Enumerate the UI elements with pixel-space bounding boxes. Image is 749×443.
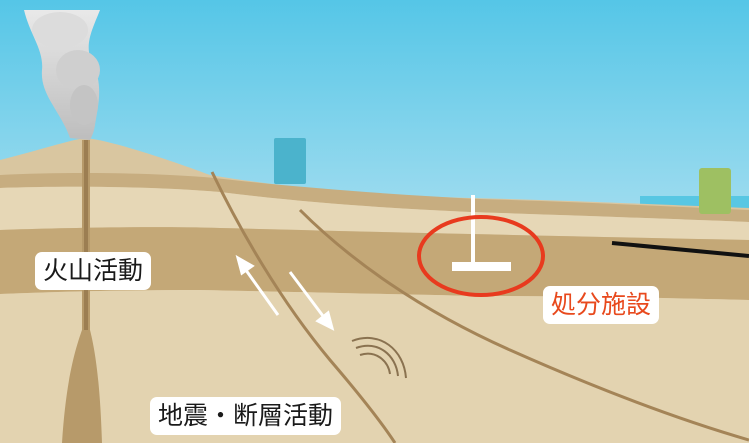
- right-facility-marker: [699, 168, 731, 214]
- volcano-vent-line: [84, 140, 88, 330]
- smoke-plume-icon: [24, 10, 100, 140]
- volcanic-activity-label: 火山活動: [35, 252, 152, 290]
- disposal-facility-label: 処分施設: [543, 286, 660, 324]
- facility-highlight-circle: [417, 215, 545, 297]
- stratum-host-rock: [0, 227, 749, 300]
- seismic-wave-icon: [351, 336, 407, 379]
- plate-boundary-line: [611, 241, 749, 258]
- disposal-facility-icon: [452, 195, 511, 271]
- fault-line-secondary: [298, 208, 749, 442]
- left-facility-marker: [274, 138, 306, 184]
- stratum-upper: [0, 173, 749, 222]
- stratum-light: [0, 186, 749, 240]
- fault-arrow-down: [288, 271, 335, 331]
- fault-line-main: [210, 171, 397, 443]
- earthquake-fault-activity-label: 地震・断層活動: [150, 397, 342, 435]
- fault-arrow-up: [235, 254, 280, 316]
- volcano-conduit: [62, 140, 102, 443]
